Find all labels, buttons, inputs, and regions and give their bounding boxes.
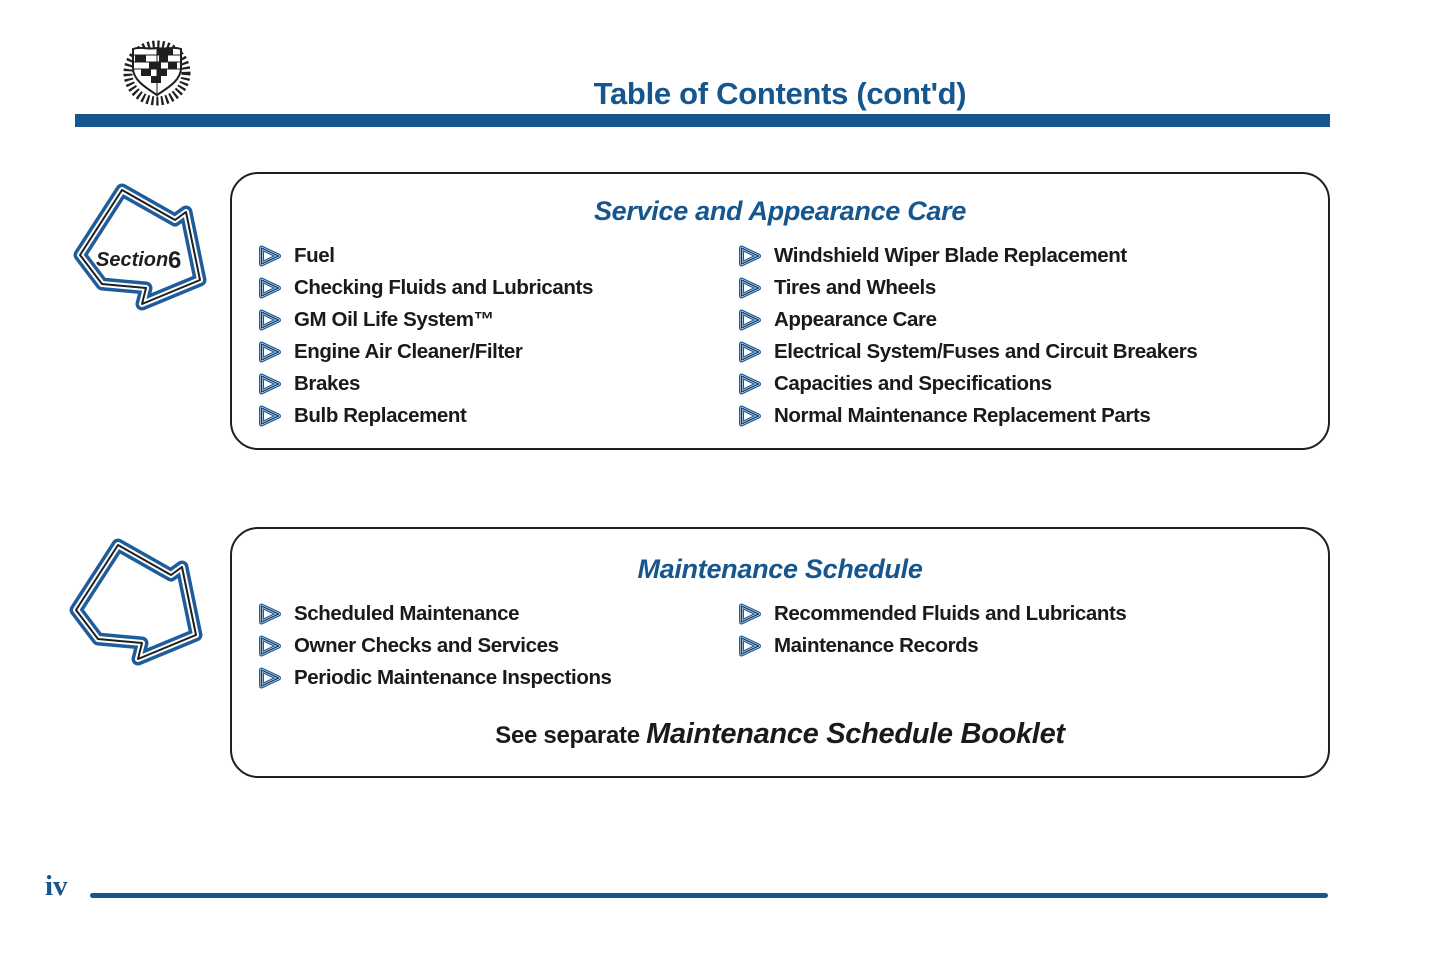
toc-item-label: Fuel	[294, 244, 335, 267]
cadillac-crest-logo	[123, 40, 191, 106]
triangle-bullet-icon	[259, 405, 281, 427]
toc-item-label: Brakes	[294, 372, 360, 395]
triangle-bullet-icon	[739, 245, 761, 267]
triangle-bullet-icon	[739, 405, 761, 427]
toc-column-left: Fuel Checking Fluids and Lubricants GM O…	[257, 240, 593, 432]
toc-item-label: Bulb Replacement	[294, 404, 467, 427]
toc-item: Windshield Wiper Blade Replacement	[737, 240, 1197, 272]
triangle-bullet-icon	[739, 341, 761, 363]
toc-item: Maintenance Records	[737, 630, 1126, 662]
toc-item-label: Periodic Maintenance Inspections	[294, 666, 612, 689]
toc-item: Bulb Replacement	[257, 400, 593, 432]
toc-column-right: Windshield Wiper Blade Replacement Tires…	[737, 240, 1198, 432]
arrow-marker-icon	[69, 538, 203, 666]
triangle-bullet-icon	[259, 667, 281, 689]
toc-item-label: Windshield Wiper Blade Replacement	[774, 244, 1127, 267]
toc-item: Owner Checks and Services	[257, 630, 612, 662]
toc-item-label: Tires and Wheels	[774, 276, 936, 299]
toc-column-right: Recommended Fluids and Lubricants Mainte…	[737, 598, 1127, 662]
toc-item-label: Electrical System/Fuses and Circuit Brea…	[774, 340, 1198, 363]
triangle-bullet-icon	[259, 373, 281, 395]
page-number: iv	[45, 870, 68, 902]
toc-item: Brakes	[257, 368, 593, 400]
footer-rule	[90, 893, 1328, 898]
section-card-service: Service and Appearance Care Fuel Checkin…	[230, 172, 1330, 450]
page-title: Table of Contents (cont'd)	[593, 76, 967, 111]
triangle-bullet-icon	[259, 341, 281, 363]
section-card-maintenance: Maintenance Schedule Scheduled Maintenan…	[230, 527, 1330, 778]
toc-item: Tires and Wheels	[737, 272, 1197, 304]
toc-item: Periodic Maintenance Inspections	[257, 662, 612, 694]
toc-item: Appearance Care	[737, 304, 1197, 336]
toc-item-label: Scheduled Maintenance	[294, 602, 520, 625]
toc-item: Electrical System/Fuses and Circuit Brea…	[737, 336, 1198, 368]
title-underline-bar	[75, 114, 1330, 127]
toc-item: Recommended Fluids and Lubricants	[737, 598, 1127, 630]
triangle-bullet-icon	[739, 635, 761, 657]
toc-item: Capacities and Specifications	[737, 368, 1197, 400]
triangle-bullet-icon	[259, 635, 281, 657]
booklet-note: See separate Maintenance Schedule Bookle…	[232, 716, 1328, 757]
triangle-bullet-icon	[259, 603, 281, 625]
toc-item-label: Engine Air Cleaner/Filter	[294, 340, 523, 363]
triangle-bullet-icon	[739, 309, 761, 331]
section-title: Service and Appearance Care	[593, 196, 967, 226]
toc-item: Normal Maintenance Replacement Parts	[737, 400, 1197, 432]
booklet-note-prefix: See separate	[495, 722, 647, 749]
toc-item-label: Owner Checks and Services	[294, 634, 559, 657]
toc-item-label: Normal Maintenance Replacement Parts	[774, 404, 1151, 427]
toc-item-label: Appearance Care	[774, 308, 937, 331]
toc-item-label: Recommended Fluids and Lubricants	[774, 602, 1127, 625]
triangle-bullet-icon	[259, 277, 281, 299]
booklet-note-title: Maintenance Schedule Booklet	[646, 718, 1065, 750]
toc-item: Scheduled Maintenance	[257, 598, 612, 630]
toc-item-label: GM Oil Life System™	[294, 308, 494, 331]
triangle-bullet-icon	[739, 373, 761, 395]
triangle-bullet-icon	[739, 277, 761, 299]
section-arrow-icon: Section 6	[73, 183, 207, 311]
toc-item-label: Maintenance Records	[774, 634, 979, 657]
toc-item-label: Capacities and Specifications	[774, 372, 1052, 395]
triangle-bullet-icon	[739, 603, 761, 625]
triangle-bullet-icon	[259, 245, 281, 267]
toc-item: Engine Air Cleaner/Filter	[257, 336, 593, 368]
section-tab-label: Section	[96, 249, 168, 271]
section-title: Maintenance Schedule	[637, 554, 923, 584]
toc-item-label: Checking Fluids and Lubricants	[294, 276, 593, 299]
toc-item: GM Oil Life System™	[257, 304, 593, 336]
section-tab-number: 6	[168, 247, 181, 274]
toc-item: Checking Fluids and Lubricants	[257, 272, 593, 304]
toc-column-left: Scheduled Maintenance Owner Checks and S…	[257, 598, 612, 694]
toc-item: Fuel	[257, 240, 593, 272]
triangle-bullet-icon	[259, 309, 281, 331]
